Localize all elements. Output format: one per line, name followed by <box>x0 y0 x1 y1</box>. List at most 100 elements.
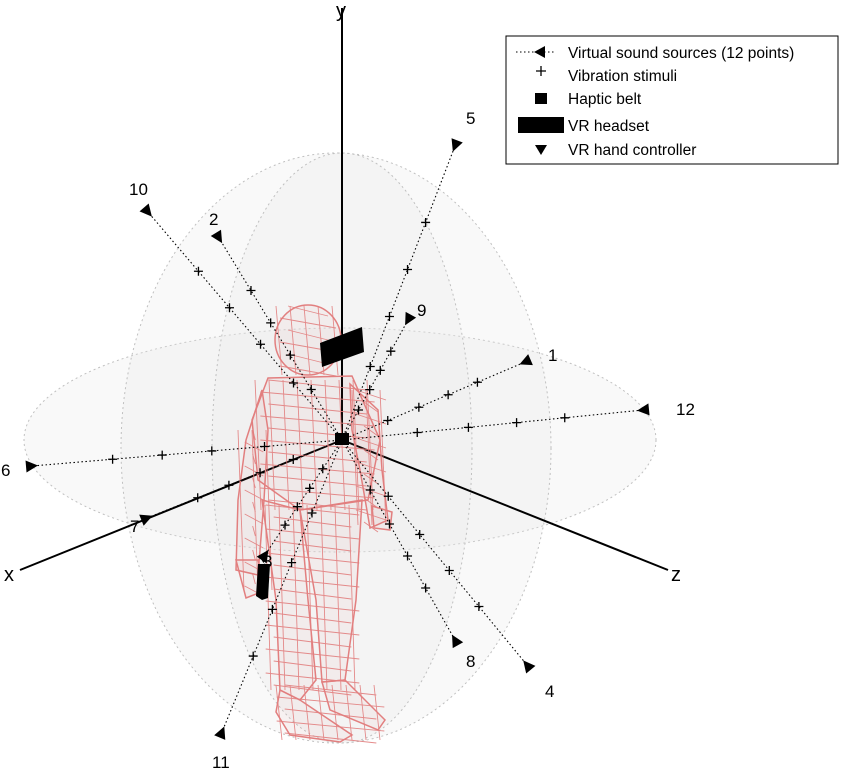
vibration-marker-3-4 <box>280 520 290 530</box>
vibration-marker-1-1 <box>383 416 393 425</box>
mesh-line-3 <box>260 415 375 427</box>
sound-source-marker-6 <box>25 460 38 473</box>
vibration-marker-11-1 <box>307 508 317 518</box>
vibration-marker-9-1 <box>354 405 363 415</box>
mesh-line-47 <box>355 509 387 521</box>
vibration-marker-4-2 <box>415 530 425 539</box>
mesh-line-86 <box>359 684 367 741</box>
mesh-line-62 <box>265 624 360 636</box>
mesh-line-1 <box>260 391 375 403</box>
legend: Virtual sound sources (12 points) Vibrat… <box>505 35 839 165</box>
mesh-line-8 <box>268 475 367 487</box>
sound-source-marker-4 <box>523 660 536 674</box>
sound-source-rays <box>31 145 644 733</box>
vibration-marker-4-4 <box>474 602 484 611</box>
source-ray-2 <box>218 237 343 441</box>
vibration-marker-10-1 <box>289 378 298 388</box>
sound-source-marker-8 <box>452 634 464 649</box>
mesh-line-37 <box>355 389 387 401</box>
vibration-marker-7-4 <box>193 493 203 503</box>
mesh-line-50 <box>365 389 373 526</box>
mesh-line-67 <box>273 684 352 696</box>
mesh-line-84 <box>331 684 339 741</box>
x-axis-line <box>19 439 343 571</box>
rectangle-marker-icon <box>518 117 564 133</box>
vibration-marker-6-3 <box>157 450 167 460</box>
legend-label-sound-sources: Virtual sound sources (12 points) <box>568 45 794 62</box>
vibration-marker-7-1 <box>288 455 298 464</box>
source-ray-7 <box>146 439 343 519</box>
vibration-marker-12-4 <box>560 413 570 423</box>
source-ray-3 <box>264 439 343 556</box>
z-axis-line <box>341 439 669 571</box>
source-label-3: 3 <box>263 552 272 571</box>
source-ray-11 <box>221 439 343 733</box>
source-label-12: 12 <box>676 400 695 419</box>
square-marker-icon <box>535 93 547 104</box>
vibration-marker-1-4 <box>472 377 482 387</box>
vibration-marker-1-2 <box>414 402 424 412</box>
mesh-line-78 <box>276 720 385 732</box>
mesh-line-96 <box>303 305 311 376</box>
source-label-5: 5 <box>466 109 475 128</box>
mesh-line-42 <box>363 449 379 461</box>
vibration-marker-3-1 <box>318 464 328 474</box>
mesh-line-82 <box>303 684 311 741</box>
vibration-marker-10-3 <box>224 303 234 313</box>
figure-right-foot <box>321 679 386 731</box>
mesh-line-51 <box>379 389 387 526</box>
mesh-line-19 <box>366 379 374 511</box>
vibration-marker-12-2 <box>463 422 473 432</box>
vibration-marker-8-4 <box>421 583 431 593</box>
vibration-marker-9-4 <box>386 346 396 356</box>
mesh-line-2 <box>268 403 367 415</box>
mesh-line-9 <box>260 487 375 499</box>
mesh-line-83 <box>317 684 325 741</box>
mesh-line-56 <box>265 552 360 564</box>
legend-label-vr-headset: VR headset <box>568 118 650 135</box>
mesh-line-63 <box>273 636 352 648</box>
mesh-line-18 <box>352 379 360 511</box>
mesh-line-87 <box>373 684 381 741</box>
vr-hand-controller-marker <box>259 556 268 563</box>
vibration-marker-3-3 <box>292 502 302 512</box>
legend-label-hand-controller: VR hand controller <box>568 142 696 159</box>
vibration-marker-8-3 <box>403 551 413 561</box>
mesh-line-70 <box>292 504 300 691</box>
legend-item-haptic-belt: Haptic belt <box>535 91 642 108</box>
mesh-line-94 <box>275 305 283 376</box>
mesh-line-36 <box>265 429 273 591</box>
triangle-left-icon <box>534 46 545 58</box>
mesh-line-6 <box>268 451 367 463</box>
sound-source-marker-2 <box>210 229 223 244</box>
source-label-9: 9 <box>417 301 426 320</box>
legend-item-vibration: Vibration stimuli <box>536 66 677 85</box>
axis-label-y: y <box>336 0 346 22</box>
mesh-line-64 <box>265 648 360 660</box>
source-ray-12 <box>341 409 644 441</box>
mesh-line-81 <box>289 684 297 741</box>
vibration-stimuli-markers <box>108 217 570 661</box>
source-ray-9 <box>341 319 409 441</box>
devices <box>256 327 364 600</box>
sound-source-marker-10 <box>139 203 152 217</box>
vibration-marker-12-3 <box>512 418 522 428</box>
mesh-line-5 <box>260 439 375 451</box>
legend-item-vr-headset: VR headset <box>518 117 650 135</box>
mesh-line-73 <box>334 504 342 691</box>
mesh-line-79 <box>284 732 377 744</box>
vibration-marker-10-4 <box>193 266 203 276</box>
mesh-line-77 <box>284 708 377 720</box>
source-label-7: 7 <box>130 517 139 536</box>
vibration-marker-9-2 <box>365 385 375 395</box>
source-label-1: 1 <box>548 346 557 365</box>
sound-source-marker-9 <box>405 311 417 326</box>
sound-source-marker-5 <box>451 138 463 152</box>
legend-label-vibration: Vibration stimuli <box>568 68 677 85</box>
mesh-line-14 <box>296 379 304 511</box>
vibration-marker-6-1 <box>260 442 269 451</box>
vr-hand-controller <box>256 564 270 600</box>
mesh-line-34 <box>237 429 245 591</box>
vibration-marker-2-3 <box>266 318 276 328</box>
